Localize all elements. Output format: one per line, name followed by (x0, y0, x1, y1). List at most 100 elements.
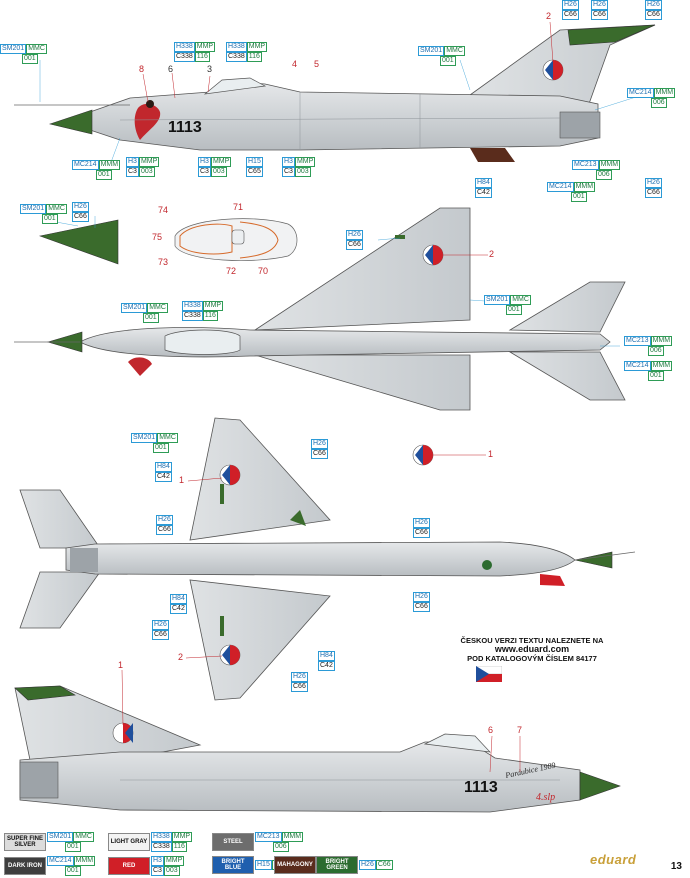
tag-h26-bottom-3: H26 C66 (413, 518, 430, 538)
wing-bottom-top-view (254, 354, 471, 411)
legend-swatch: BRIGHT BLUE (212, 856, 254, 874)
legend-swatch: RED (108, 857, 150, 875)
callout-1-right: 1 (488, 449, 494, 459)
wing-top (253, 207, 471, 331)
tag-h26-fin-3: H26 C66 (645, 0, 662, 20)
tag-h26-fin-side: H26 C66 (645, 178, 662, 198)
tag-h26-fin-2: H26 C66 (591, 0, 608, 20)
side-view-top: 1113 (14, 24, 656, 162)
tag-h15: H15 C65 (246, 157, 263, 177)
canopy-side (203, 77, 267, 95)
tag-h84-bottom-2: H84 C42 (170, 594, 187, 614)
callout-2-top-view: 2 (489, 249, 495, 259)
unit-script: 4.slp (536, 792, 555, 803)
stab-bottom-upper (19, 489, 101, 549)
stab-bottom-lower (19, 571, 101, 629)
callout-73: 73 (158, 257, 169, 267)
serial-bottom: 1113 (464, 779, 498, 796)
callout-4: 4 (292, 59, 298, 69)
callout-71: 71 (233, 202, 244, 212)
eduard-url-link[interactable]: www.eduard.com (494, 644, 570, 654)
fin-tip-green (567, 24, 656, 46)
side-view-bottom: 1113 Pardubice 1989 4.slp (14, 685, 621, 813)
tag-h26-bottom-2: H26 C66 (156, 515, 173, 535)
callout-3: 3 (207, 64, 213, 74)
ventral-fin-mahogany (470, 148, 515, 162)
callout-7-bottom: 7 (517, 725, 523, 735)
page-number: 13 (670, 861, 682, 872)
tag-h26-fin-1: H26 C66 (562, 0, 579, 20)
callout-1-left: 1 (179, 475, 185, 485)
callout-2-fin: 2 (546, 11, 552, 21)
nose-art-figure (134, 103, 161, 140)
tag-h26-topwing: H26 C66 (346, 230, 363, 250)
canopy-detail (174, 218, 298, 261)
stab-bottom (508, 351, 626, 401)
tag-h84-side: H84 C42 (475, 178, 492, 198)
callout-5: 5 (314, 59, 320, 69)
callout-72: 72 (226, 266, 237, 276)
stab-top (508, 281, 626, 333)
nose-cone-detail (38, 219, 119, 265)
callout-75: 75 (152, 232, 163, 242)
tag-h26-bottom-5: H26 C66 (152, 620, 169, 640)
legend-swatch: DARK IRON (4, 857, 46, 875)
eduard-logo: eduard (590, 852, 637, 867)
legend-swatch: SUPER FINE SILVER (4, 833, 46, 851)
top-view (14, 207, 626, 411)
legend-swatch: MAHAGONY (274, 856, 316, 874)
bottom-view (19, 417, 636, 701)
legend-item: MAHAGONY (274, 856, 316, 874)
callout-8: 8 (139, 64, 145, 74)
legend-swatch: LIGHT GRAY (108, 833, 150, 851)
wing-bottom-lower (189, 579, 331, 701)
nose-cone-green (48, 109, 93, 135)
serial-top: 1113 (168, 119, 202, 136)
callout-74: 74 (158, 205, 169, 215)
tag-h26-nose: H26 C66 (72, 202, 89, 222)
legend-swatch: STEEL (212, 833, 254, 851)
tag-h26-bottom-6: H26 C66 (291, 672, 308, 692)
tag-h26-bottom-4: H26 C66 (413, 592, 430, 612)
callout-2-bottom: 2 (178, 652, 184, 662)
wing-bottom-upper (189, 417, 331, 541)
callout-70: 70 (258, 266, 269, 276)
fuselage-side-bottom (19, 741, 581, 813)
czech-version-note: ČESKOU VERZI TEXTU NALEZNETE NA www.edua… (452, 636, 612, 663)
callout-1-fin-bottom: 1 (118, 660, 124, 670)
tag-h84-bottom-1: H84 C42 (155, 462, 172, 482)
tag-h84-bottom-3: H84 C42 (318, 651, 335, 671)
tag-h26-bottom-1: H26 C66 (311, 439, 328, 459)
